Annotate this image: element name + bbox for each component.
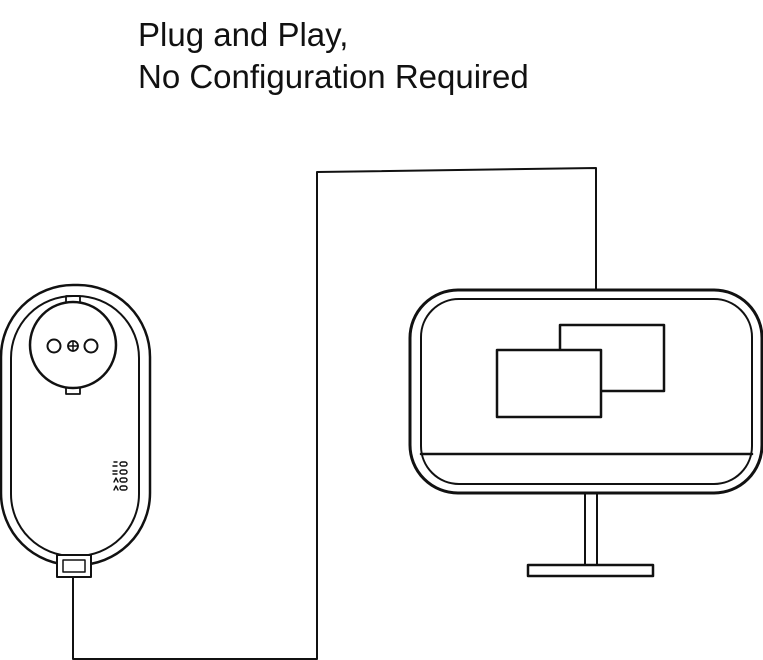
window-front <box>495 348 603 419</box>
ethernet-cable <box>72 167 597 660</box>
power-led-icon <box>112 461 118 467</box>
powerline-adapter-icon <box>0 283 152 578</box>
socket-hole-right <box>83 338 99 354</box>
monitor-stand-base <box>526 563 655 578</box>
socket-hole-left <box>46 338 62 354</box>
wifi-led-icon <box>113 485 119 491</box>
heading-line-1: Plug and Play, <box>138 16 349 53</box>
powerline-led-icon <box>112 470 118 475</box>
monitor-inner-frame <box>420 298 753 485</box>
ethernet-port <box>56 554 92 578</box>
heading: Plug and Play, No Configuration Required <box>138 14 529 98</box>
status-led-indicators <box>112 461 128 491</box>
heading-line-2: No Configuration Required <box>138 58 529 95</box>
computer-monitor-icon <box>408 288 763 578</box>
monitor-stand-neck <box>584 492 598 566</box>
ethernet-led-icon <box>113 477 119 483</box>
